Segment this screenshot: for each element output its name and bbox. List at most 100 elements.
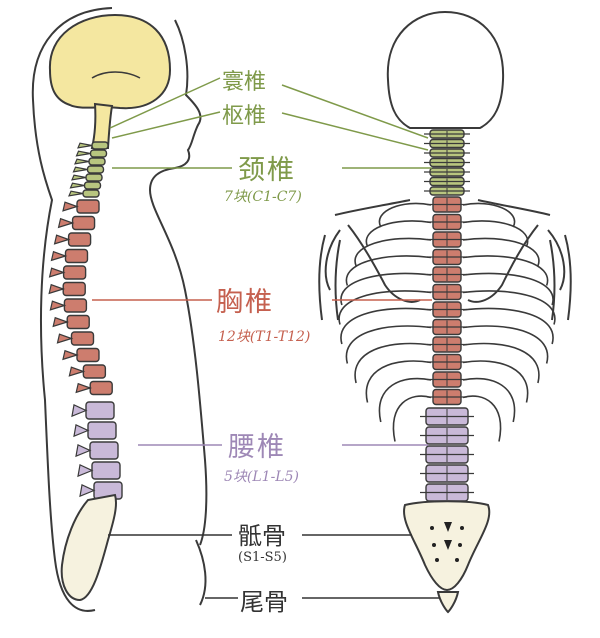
vertebra-side-thoracic-7 xyxy=(76,199,100,214)
atlas-leader-right xyxy=(281,84,429,139)
vertebra-side-cervical-2 xyxy=(88,157,106,166)
rib-left-10 xyxy=(365,360,432,403)
vertebra-side-thoracic-12 xyxy=(62,281,86,297)
sacrum-count-label: (S1-S5) xyxy=(238,550,287,565)
rib-left-12 xyxy=(392,395,432,442)
vertebra-side-thoracic-14 xyxy=(66,314,90,330)
spinous-process-thoracic-17 xyxy=(68,366,86,377)
spinous-process-cervical-0 xyxy=(77,142,93,149)
rib-right-2 xyxy=(462,220,529,247)
cervical-label: 颈椎 xyxy=(238,155,296,186)
rib-left-8 xyxy=(345,325,432,364)
rib-left-5 xyxy=(340,272,432,306)
brain-side xyxy=(48,13,172,110)
spinous-process-cervical-2 xyxy=(74,158,90,165)
spinous-process-thoracic-15 xyxy=(56,333,74,344)
rib-left-2 xyxy=(365,220,432,247)
spinous-process-cervical-6 xyxy=(68,190,84,197)
rib-left-1 xyxy=(378,202,432,228)
vertebra-side-thoracic-9 xyxy=(67,232,92,247)
coccyx-label: 尾骨 xyxy=(240,588,288,616)
cervical-count-label: 7块(C1-C7) xyxy=(224,189,302,205)
spinous-process-thoracic-13 xyxy=(49,300,67,311)
vertebra-side-cervical-5 xyxy=(83,181,102,190)
vertebra-side-thoracic-8 xyxy=(71,215,96,231)
rib-left-6 xyxy=(338,290,432,325)
spinous-process-thoracic-8 xyxy=(57,217,75,229)
vertebra-side-cervical-4 xyxy=(85,173,103,182)
vertebra-side-thoracic-13 xyxy=(63,298,88,313)
body-silhouette-side xyxy=(31,7,208,612)
vertebra-side-thoracic-10 xyxy=(64,248,89,264)
rib-left-11 xyxy=(378,377,432,423)
spinous-process-lumbar-21 xyxy=(75,443,92,458)
rib-right-10 xyxy=(462,360,529,403)
spinous-process-thoracic-14 xyxy=(52,316,70,328)
spinous-process-cervical-5 xyxy=(69,182,85,189)
spinous-process-thoracic-18 xyxy=(75,382,93,394)
rib-right-11 xyxy=(462,377,516,423)
spinous-process-lumbar-23 xyxy=(79,483,96,498)
lumbar-count-label: 5块(L1-L5) xyxy=(224,469,299,485)
rib-right-5 xyxy=(462,272,554,306)
vertebra-side-thoracic-17 xyxy=(82,364,107,379)
rib-right-4 xyxy=(462,255,549,286)
axis-leader xyxy=(111,111,221,139)
spinous-process-thoracic-9 xyxy=(53,234,71,245)
rib-right-9 xyxy=(462,342,540,384)
scapula-left xyxy=(324,199,421,303)
vertebra-side-thoracic-11 xyxy=(62,265,87,280)
rib-left-3 xyxy=(354,237,432,267)
arm-right xyxy=(549,234,572,321)
spine-side-view xyxy=(48,141,123,500)
vertebra-side-cervical-6 xyxy=(82,189,100,198)
lumbar-label: 腰椎 xyxy=(228,432,286,463)
rib-right-8 xyxy=(462,325,549,364)
spinous-process-lumbar-20 xyxy=(73,423,90,438)
vertebra-side-thoracic-15 xyxy=(70,331,95,346)
atlas-label: 寰椎 xyxy=(222,70,267,95)
vertebra-side-lumbar-22 xyxy=(91,461,121,480)
spinous-process-thoracic-12 xyxy=(48,283,66,295)
rib-right-12 xyxy=(462,395,502,442)
spinous-process-cervical-1 xyxy=(75,150,91,157)
coccyx-back xyxy=(436,591,460,614)
rib-right-6 xyxy=(462,290,556,325)
sacrum-side xyxy=(60,493,118,602)
skull-back xyxy=(386,10,505,129)
atlas-leader xyxy=(109,77,221,129)
thoracic-count-label: 12块(T1-T12) xyxy=(218,329,311,345)
spinous-process-thoracic-11 xyxy=(48,267,66,278)
vertebra-side-cervical-1 xyxy=(89,149,108,158)
vertebra-side-thoracic-18 xyxy=(89,380,113,396)
leader-lines xyxy=(92,77,440,599)
rib-right-7 xyxy=(462,307,554,345)
vertebra-side-lumbar-19 xyxy=(85,401,115,420)
rib-left-4 xyxy=(345,255,432,286)
thoracic-label: 胸椎 xyxy=(216,287,274,318)
sacrum-label: 骶骨 xyxy=(238,522,286,550)
vertebra-side-lumbar-21 xyxy=(89,441,119,460)
spinous-process-cervical-3 xyxy=(72,166,88,173)
axis-label: 枢椎 xyxy=(222,104,267,129)
spinous-process-thoracic-10 xyxy=(50,250,68,262)
vertebra-side-cervical-0 xyxy=(91,141,109,150)
rib-right-3 xyxy=(462,237,540,267)
spinous-process-thoracic-7 xyxy=(62,201,79,212)
body-arm-line xyxy=(195,539,207,606)
spinous-process-lumbar-22 xyxy=(77,463,94,478)
rib-left-9 xyxy=(354,342,432,384)
rib-right-1 xyxy=(462,202,516,228)
spinous-process-lumbar-19 xyxy=(71,403,88,418)
scapula-right xyxy=(467,199,566,303)
rib-cage xyxy=(338,202,556,442)
axis-leader-right xyxy=(281,112,429,151)
vertebra-side-cervical-3 xyxy=(86,165,105,174)
spine-back-view xyxy=(420,129,474,502)
rib-left-7 xyxy=(340,307,432,345)
arm-left xyxy=(318,234,341,321)
spinous-process-thoracic-16 xyxy=(62,349,79,361)
vertebra-side-thoracic-16 xyxy=(76,347,100,363)
